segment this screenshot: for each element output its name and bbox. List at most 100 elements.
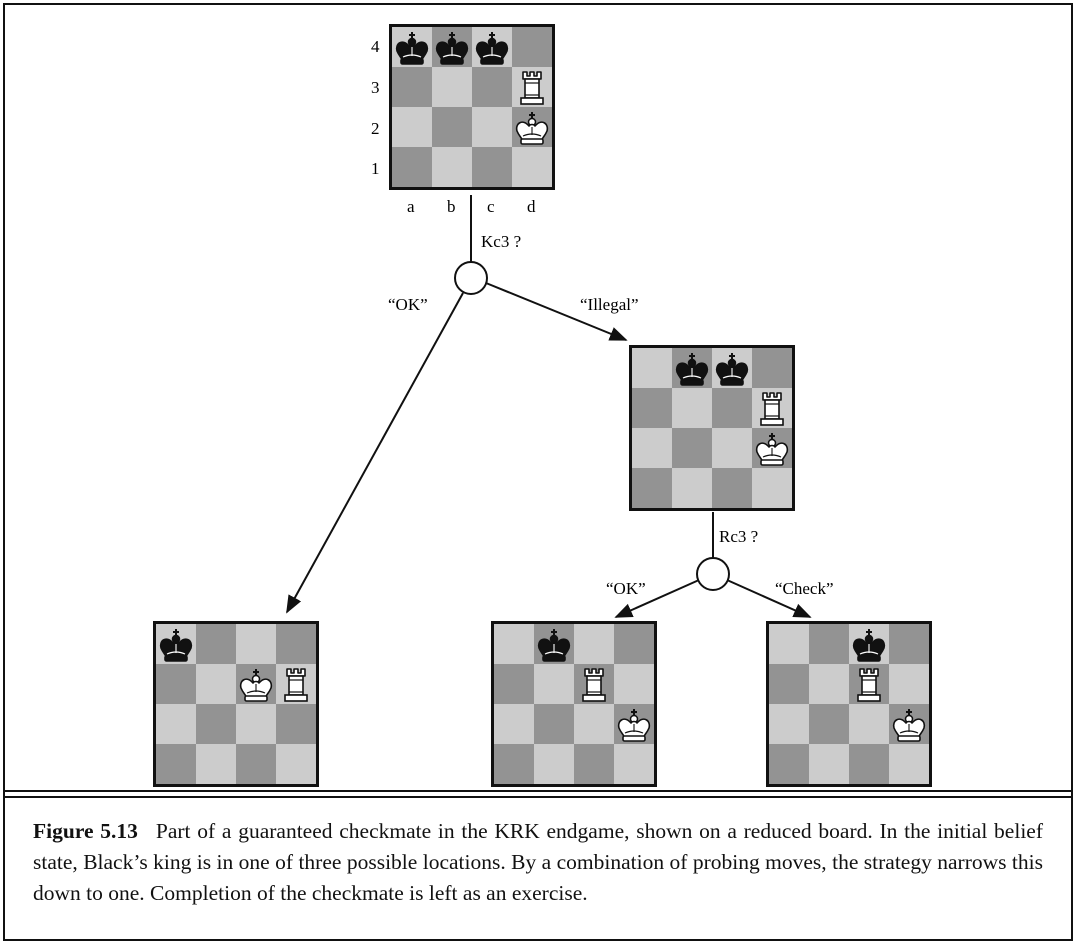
black-king-icon [537,629,571,662]
square-a1 [494,744,534,784]
white-rook-icon [284,668,308,702]
square-d2 [276,704,316,744]
square-a1 [632,468,672,508]
file-label-c: c [487,197,495,216]
square-a3 [769,664,809,704]
black-king-icon [852,629,886,662]
tree-edges [286,195,812,618]
square-b2 [809,704,849,744]
square-c2 [574,704,614,744]
rc3-ok-board [491,621,657,787]
white-king-icon [755,433,789,466]
file-label-a: a [407,197,415,216]
square-b3 [534,664,574,704]
square-d1 [276,744,316,784]
percept-label-check: “Check” [775,579,834,598]
square-d4 [889,624,929,664]
white-rook-icon [582,668,606,702]
square-b1 [672,468,712,508]
white-king-icon [892,709,926,742]
tree-nodes [454,261,730,591]
file-label-d: d [527,197,536,216]
square-b1 [432,147,472,187]
square-c2 [236,704,276,744]
initial-belief-board [389,24,555,190]
square-c1 [472,147,512,187]
rank-label-1: 1 [371,159,380,178]
edge-ok-to-board [286,292,464,614]
square-d3 [889,664,929,704]
square-c2 [712,428,752,468]
belief-state-tree-diagram: Kc3 ? “OK” “Illegal” Rc3 ? “OK” “Check” … [153,24,932,787]
illegal-result-board [629,345,795,511]
belief-node-2 [696,557,730,591]
square-b2 [672,428,712,468]
square-a3 [494,664,534,704]
square-b3 [196,664,236,704]
white-king-icon [515,112,549,145]
square-d1 [614,744,654,784]
square-d4 [512,27,552,67]
caption-text: Part of a guaranteed checkmate in the KR… [33,819,1043,905]
square-a4 [632,348,672,388]
percept-label-illegal: “Illegal” [580,295,639,314]
square-c3 [712,388,752,428]
black-king-icon [395,32,429,65]
black-king-icon [435,32,469,65]
square-a2 [156,704,196,744]
square-a2 [632,428,672,468]
edge-illegal-to-board [485,282,628,341]
square-c1 [712,468,752,508]
rank-label-2: 2 [371,119,380,138]
square-a2 [494,704,534,744]
square-a2 [769,704,809,744]
square-c1 [574,744,614,784]
rc3-check-board [766,621,932,787]
percept-label-ok-2: “OK” [606,579,646,598]
figure-number: Figure 5.13 [33,819,138,843]
square-c1 [236,744,276,784]
white-rook-icon [760,392,784,426]
diagram-labels: Kc3 ? “OK” “Illegal” Rc3 ? “OK” “Check” … [371,37,834,598]
black-king-icon [159,629,193,662]
square-a4 [769,624,809,664]
square-d1 [889,744,929,784]
square-c2 [472,107,512,147]
white-rook-icon [520,71,544,105]
square-a1 [392,147,432,187]
percept-label-ok: “OK” [388,295,428,314]
square-b2 [534,704,574,744]
square-b3 [432,67,472,107]
square-c2 [849,704,889,744]
ok-result-board [153,621,319,787]
square-d4 [614,624,654,664]
rank-label-4: 4 [371,37,380,56]
square-b1 [196,744,236,784]
white-king-icon [617,709,651,742]
square-d3 [614,664,654,704]
edge-ok2-to-board [614,579,700,618]
black-king-icon [675,353,709,386]
figure-frame [3,3,1073,941]
caption-separator-bottom [3,796,1073,798]
square-a1 [769,744,809,784]
white-king-icon [239,669,273,702]
square-c4 [574,624,614,664]
square-d1 [512,147,552,187]
square-c1 [849,744,889,784]
square-a2 [392,107,432,147]
black-king-icon [715,353,749,386]
square-b3 [672,388,712,428]
square-d4 [752,348,792,388]
edge-check-to-board [726,579,812,618]
move-label-rc3: Rc3 ? [719,527,758,546]
square-c4 [236,624,276,664]
square-a4 [494,624,534,664]
caption-separator-top [3,790,1073,792]
square-a3 [632,388,672,428]
square-b2 [196,704,236,744]
square-b3 [809,664,849,704]
square-a3 [392,67,432,107]
white-rook-icon [857,668,881,702]
square-b4 [196,624,236,664]
